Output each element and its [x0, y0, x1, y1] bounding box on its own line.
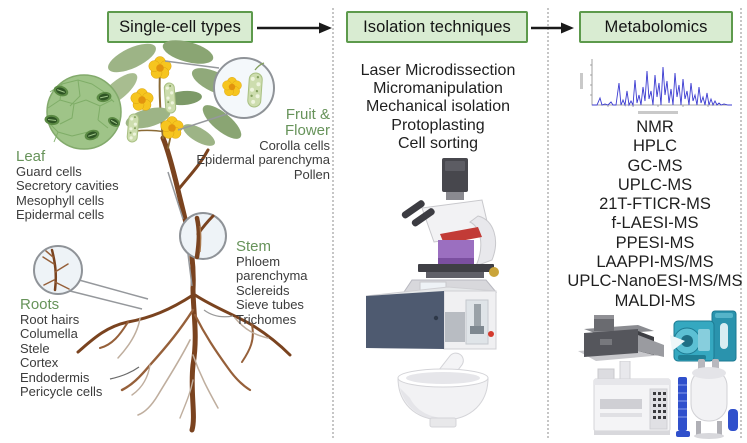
cell-type-item: Endodermis	[20, 369, 90, 385]
fruit-flower-magnifier	[164, 57, 275, 131]
microscope-icon	[401, 158, 499, 293]
roots-title: Roots	[20, 296, 60, 313]
column-divider	[740, 8, 742, 438]
metabolomics-method-item: HPLC	[632, 137, 677, 156]
metabolomics-method-item: LAAPPI-MS/MS	[596, 253, 714, 272]
laser-microdissection-instrument-icon	[365, 286, 497, 350]
isolation-technique-item: Micromanipulation	[373, 80, 503, 98]
stem-label-group: Stem Phloem parenchyma Sclereids Sieve t…	[236, 239, 326, 327]
mass-spectrum-chart-icon	[580, 59, 732, 114]
nmr-magnet-icon	[676, 359, 738, 439]
metabolomics-method-item: f-LAESI-MS	[611, 214, 699, 233]
trichomes-pointer-line	[203, 309, 234, 318]
column-divider	[332, 8, 334, 438]
cell-type-item: Phloem parenchyma	[236, 254, 308, 284]
isolation-techniques-list: Laser Microdissection Micromanipulation …	[340, 62, 536, 153]
header-label: Single-cell types	[119, 17, 241, 36]
cell-type-item: Sieve tubes	[236, 297, 304, 313]
plant-illustration	[33, 40, 292, 433]
metabolomics-method-item: PPESI-MS	[615, 233, 695, 252]
leaf-cells-magnifier	[44, 74, 122, 150]
metabolomics-method-item: UPLC-MS	[617, 175, 693, 194]
isolation-technique-item: Protoplasting	[391, 116, 485, 134]
metabolomics-method-item: GC-MS	[627, 156, 683, 175]
cell-type-item: Pericycle cells	[20, 384, 103, 400]
flow-arrow-icon	[257, 22, 332, 34]
cell-type-item: Pollen	[293, 166, 330, 182]
cell-type-item: Sclereids	[236, 282, 290, 298]
metabolomics-method-item: UPLC-NanoESI-MS/MS	[567, 272, 743, 291]
isolation-technique-item: Laser Microdissection	[360, 62, 516, 79]
header-label: Metabolomics	[604, 17, 708, 36]
gc-chromatograph-icon	[593, 361, 671, 435]
flow-arrow-icon	[531, 22, 574, 34]
isolation-technique-item: Mechanical isolation	[365, 98, 511, 116]
cell-type-item: Epidermal parenchyma	[196, 152, 330, 168]
catkin-clusters	[126, 82, 177, 143]
header-label: Isolation techniques	[363, 17, 511, 36]
cell-type-item: Root hairs	[20, 312, 80, 327]
metabolomics-method-item: NMR	[636, 118, 674, 136]
cell-type-item: Stele	[20, 340, 50, 356]
metabolomics-method-item: MALDI-MS	[614, 291, 696, 310]
cell-type-item: Corolla cells	[259, 138, 330, 153]
fruit-flower-label-group: Fruit & Flower Corolla cells Epidermal p…	[168, 107, 330, 182]
maldi-spectrometer-icon	[578, 315, 664, 361]
cell-type-item: Trichomes	[236, 311, 297, 327]
metabolomics-method-item: 21T-FTICR-MS	[599, 195, 711, 214]
cell-type-item: Epidermal cells	[16, 207, 105, 223]
mortar-and-pestle-icon	[397, 352, 489, 428]
endodermis-pointer-line	[109, 366, 140, 380]
header-box-isolation-techniques: Isolation techniques	[346, 11, 528, 43]
cell-type-item: Columella	[20, 326, 78, 342]
stem-magnifier	[167, 171, 227, 287]
roots-label-group: Roots Root hairs Columella Stele Cortex …	[20, 297, 112, 399]
isolation-technique-item: Cell sorting	[397, 134, 479, 152]
leaf-label-group: Leaf Guard cells Secretory cavities Meso…	[16, 149, 146, 223]
metabolomics-methods-list: NMR HPLC GC-MS UPLC-MS 21T-FTICR-MS f-LA…	[558, 118, 747, 311]
cell-type-item: Guard cells	[16, 164, 82, 179]
column-divider	[547, 8, 549, 438]
stem-title: Stem	[236, 238, 272, 255]
cell-type-item: Cortex	[20, 355, 59, 371]
leaf-title: Leaf	[16, 148, 46, 165]
esi-spectrometer-icon	[670, 310, 737, 362]
root-system	[76, 285, 292, 433]
roots-magnifier	[33, 245, 149, 310]
cell-type-item: Secretory cavities	[16, 178, 119, 194]
fruit-flower-title: Fruit & Flower	[284, 106, 330, 139]
yellow-flowers	[130, 56, 184, 139]
cell-type-item: Mesophyll cells	[16, 192, 105, 208]
header-box-metabolomics: Metabolomics	[579, 11, 733, 43]
